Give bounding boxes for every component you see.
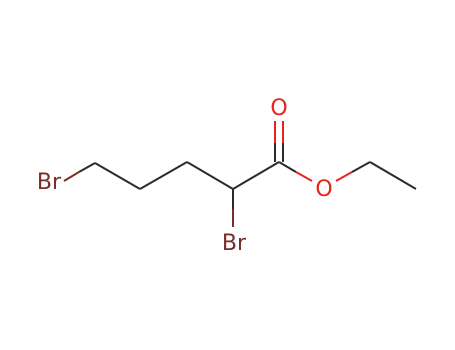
bond-c1-o-double (274, 121, 284, 162)
atom-o-carbonyl: O (270, 96, 287, 121)
atom-br-terminal: Br (37, 170, 62, 195)
bond-c3-c2 (186, 161, 234, 190)
bond-o-ethyl (335, 161, 371, 182)
bond-ethyl-ch2-ch3 (369, 161, 417, 190)
bond-c4-c3 (139, 161, 188, 190)
bond-c1-o-ester (278, 161, 313, 182)
atom-br-alpha: Br (222, 231, 247, 256)
bond-c5-c4 (94, 162, 141, 190)
bond-c2-c1 (232, 161, 280, 190)
atom-o-ester: O (315, 177, 332, 202)
bond-br-c5 (63, 162, 96, 182)
